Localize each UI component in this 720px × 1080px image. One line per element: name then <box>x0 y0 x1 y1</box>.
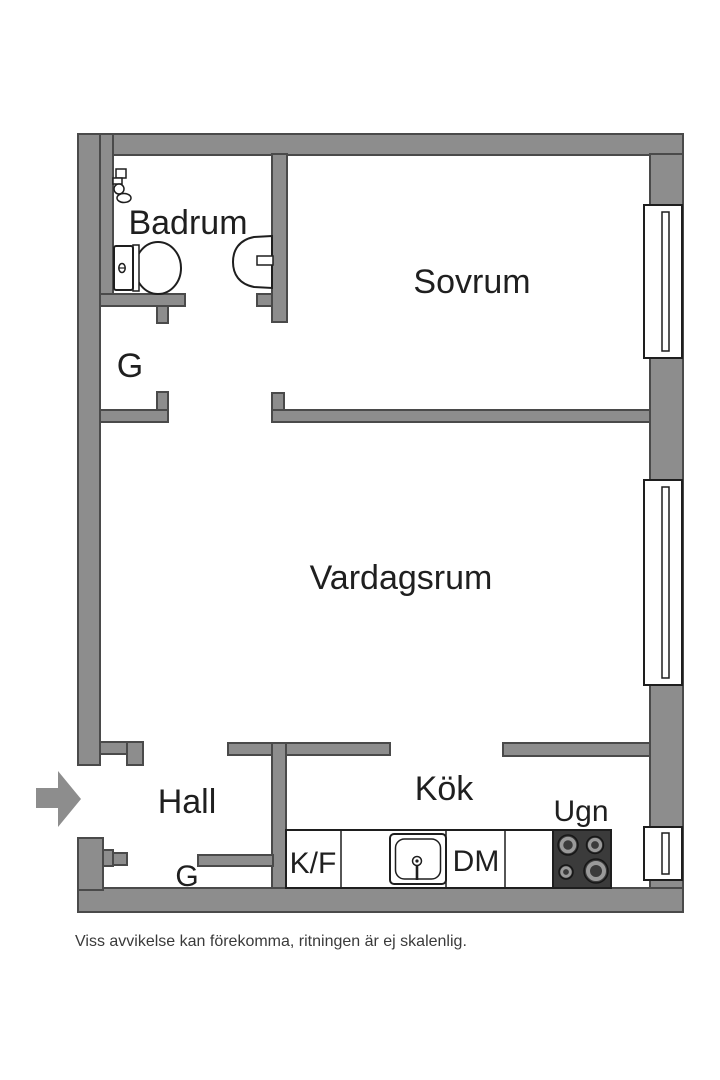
wall-left-step1 <box>102 849 114 867</box>
entrance-arrow-icon <box>36 771 81 827</box>
window-icon-vardagsrum <box>643 479 683 686</box>
bathroom-fixtures <box>112 168 274 295</box>
wall-left-lower <box>77 837 104 891</box>
wall-kok-left-segment <box>227 742 391 756</box>
label-hall: Hall <box>158 783 217 821</box>
window-icon-kok <box>643 826 683 881</box>
label-kf: K/F <box>290 847 337 880</box>
wall-badrum-sovrum-divider <box>271 153 288 323</box>
window-icon-sovrum <box>643 204 683 359</box>
wall-sovrum-vardagsrum-divider <box>271 409 651 423</box>
wall-closet-upper-bottom <box>99 409 169 423</box>
label-dm: DM <box>453 845 500 878</box>
label-badrum: Badrum <box>128 204 247 242</box>
label-vardagsrum: Vardagsrum <box>310 559 493 597</box>
washer-tap-icon <box>112 168 132 204</box>
toilet-icon <box>113 241 182 295</box>
label-kok: Kök <box>415 770 475 808</box>
wall-hall-kok-divider <box>271 742 287 889</box>
wall-bottom <box>77 887 684 913</box>
wall-closet-upper-jamb <box>156 391 169 411</box>
room-labels: Badrum Sovrum G Vardagsrum Hall Kök Ugn … <box>117 204 609 893</box>
label-closet-upper: G <box>117 347 143 385</box>
wall-left-main <box>77 133 101 766</box>
bathroom-sink-icon <box>231 234 274 290</box>
label-closet-lower: G <box>175 860 198 893</box>
label-ugn: Ugn <box>553 795 608 828</box>
kitchen-counter <box>285 829 612 889</box>
wall-kok-right-segment <box>502 742 651 757</box>
label-sovrum: Sovrum <box>413 263 530 301</box>
wall-badrum-jamb <box>156 305 169 324</box>
wall-badrum-door-stub <box>256 293 274 307</box>
wall-top <box>77 133 684 156</box>
wall-hall-top-end <box>126 741 144 766</box>
kitchen-sink-icon <box>389 833 447 885</box>
wall-closet-lower-front <box>197 854 274 867</box>
wall-badrum-bottom <box>99 293 186 307</box>
disclaimer-text: Viss avvikelse kan förekomma, ritningen … <box>75 933 467 950</box>
stove-icon <box>552 829 612 889</box>
wall-left-step2 <box>112 852 128 866</box>
wall-badrum-pilaster <box>99 133 114 307</box>
windows <box>643 204 683 881</box>
